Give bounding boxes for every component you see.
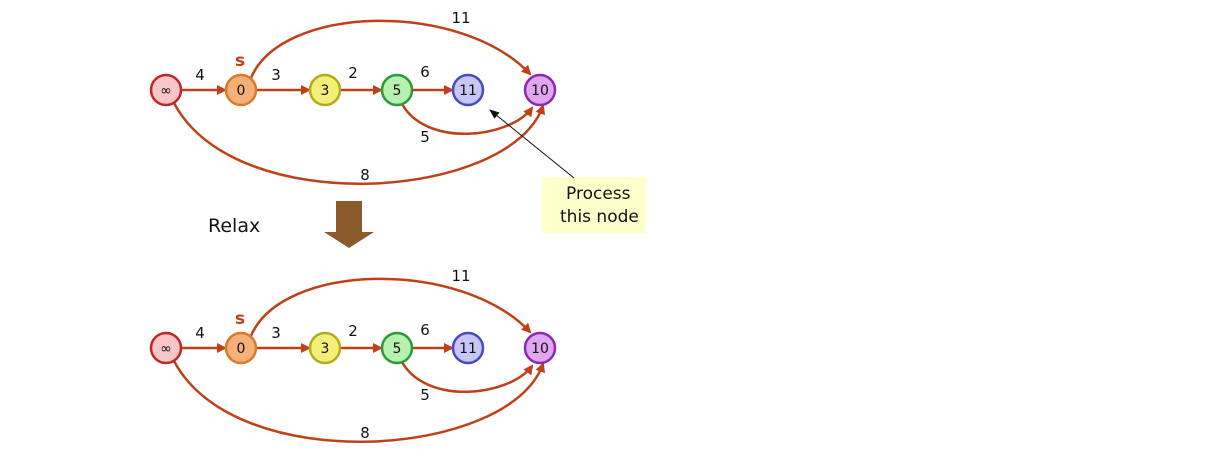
source-label: s: [235, 51, 245, 71]
edge-weight-inf-s: 4: [195, 66, 205, 84]
node-inf: [149, 73, 183, 107]
node-s: [224, 73, 258, 107]
edge-weight-s-a: 3: [271, 324, 281, 342]
node-label-inf: ∞: [160, 83, 172, 99]
edge-weight-s-a: 3: [271, 66, 281, 84]
edge-weight-b-d: 5: [420, 128, 430, 146]
graph-before-relax: 4 3 2 6 11 5 8 ∞ 0 3 5 11 10 s: [149, 9, 557, 186]
edge-weight-inf-s: 4: [195, 324, 205, 342]
node-label-a: 3: [321, 83, 330, 99]
node-b: [380, 73, 414, 107]
edge-weight-inf-d: 8: [360, 424, 370, 442]
node-a: [308, 331, 342, 365]
node-a: [308, 73, 342, 107]
edge-s-d: [249, 277, 532, 337]
edge-weight-b-d: 5: [420, 386, 430, 404]
note-line-2: this node: [560, 207, 639, 227]
note-line-1: Process: [566, 184, 631, 204]
edge-weight-b-c: 6: [420, 63, 430, 81]
relax-label: Relax: [208, 215, 260, 237]
source-label: s: [235, 309, 245, 329]
node-c: [451, 73, 485, 107]
edge-weight-s-d: 11: [451, 9, 470, 27]
node-label-c: 11: [459, 83, 477, 99]
node-b: [380, 331, 414, 365]
process-node-note: Process this node: [489, 109, 646, 233]
graph-after-relax: 4 3 2 6 11 5 8 ∞ 0 3 5 11 10 s: [149, 267, 557, 444]
node-label-c: 11: [459, 341, 477, 357]
node-d: [523, 73, 557, 107]
edge-weight-a-b: 2: [348, 322, 358, 340]
note-box: [542, 177, 646, 233]
node-label-d: 10: [531, 83, 549, 99]
note-pointer-arrow: [489, 109, 575, 179]
edge-inf-d: [172, 102, 546, 186]
edge-inf-d: [172, 360, 546, 444]
relax-down-arrow-icon: [324, 201, 374, 248]
edge-weight-s-d: 11: [451, 267, 470, 285]
node-label-s: 0: [237, 83, 246, 99]
edge-b-d: [400, 103, 534, 135]
edge-weight-inf-d: 8: [360, 166, 370, 184]
edge-s-d: [249, 19, 532, 79]
node-label-d: 10: [531, 341, 549, 357]
node-label-b: 5: [393, 341, 402, 357]
node-c: [451, 331, 485, 365]
node-label-s: 0: [237, 341, 246, 357]
edge-weight-b-c: 6: [420, 321, 430, 339]
node-label-a: 3: [321, 341, 330, 357]
edge-weight-a-b: 2: [348, 64, 358, 82]
node-label-b: 5: [393, 83, 402, 99]
edge-b-d: [400, 361, 534, 393]
node-label-inf: ∞: [160, 341, 172, 357]
node-d: [523, 331, 557, 365]
node-s: [224, 331, 258, 365]
node-inf: [149, 331, 183, 365]
